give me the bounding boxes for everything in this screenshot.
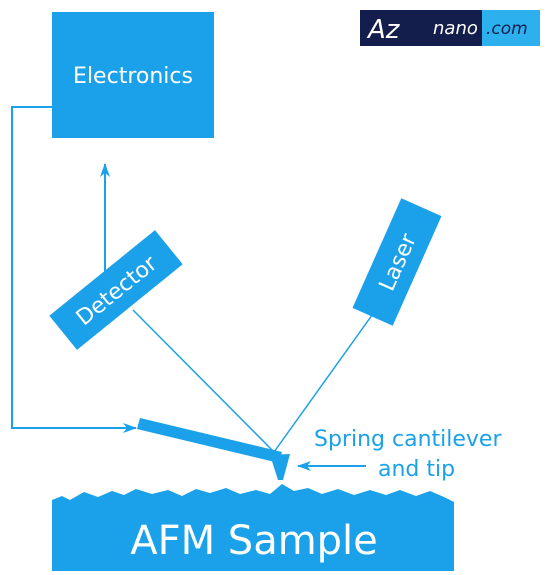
logo-part2: nano: [433, 18, 478, 39]
detector-box: Detector: [49, 230, 183, 350]
cantilever-label-line1: Spring cantilever: [314, 427, 502, 452]
cantilever: [137, 418, 282, 463]
electronics-box: Electronics: [52, 12, 214, 138]
cantilever-tip: [270, 454, 290, 480]
logo-mid-block: [430, 10, 482, 46]
azonano-logo: Az nano .com: [360, 10, 540, 46]
sample-surface: [52, 484, 454, 571]
feedback-arrow: [11, 106, 137, 433]
logo-part3: .com: [486, 19, 528, 39]
sample-label: AFM Sample: [130, 518, 378, 564]
laser-box: Laser: [352, 198, 442, 326]
logo-dark-block: [360, 10, 430, 46]
electronics-label: Electronics: [73, 64, 193, 89]
logo-light-block: [482, 10, 540, 46]
logo-part1: Az: [366, 15, 401, 45]
laser-reflected-beam: [132, 309, 275, 453]
cantilever-label-line2: and tip: [378, 457, 455, 482]
laser-incident-beam: [273, 303, 381, 453]
